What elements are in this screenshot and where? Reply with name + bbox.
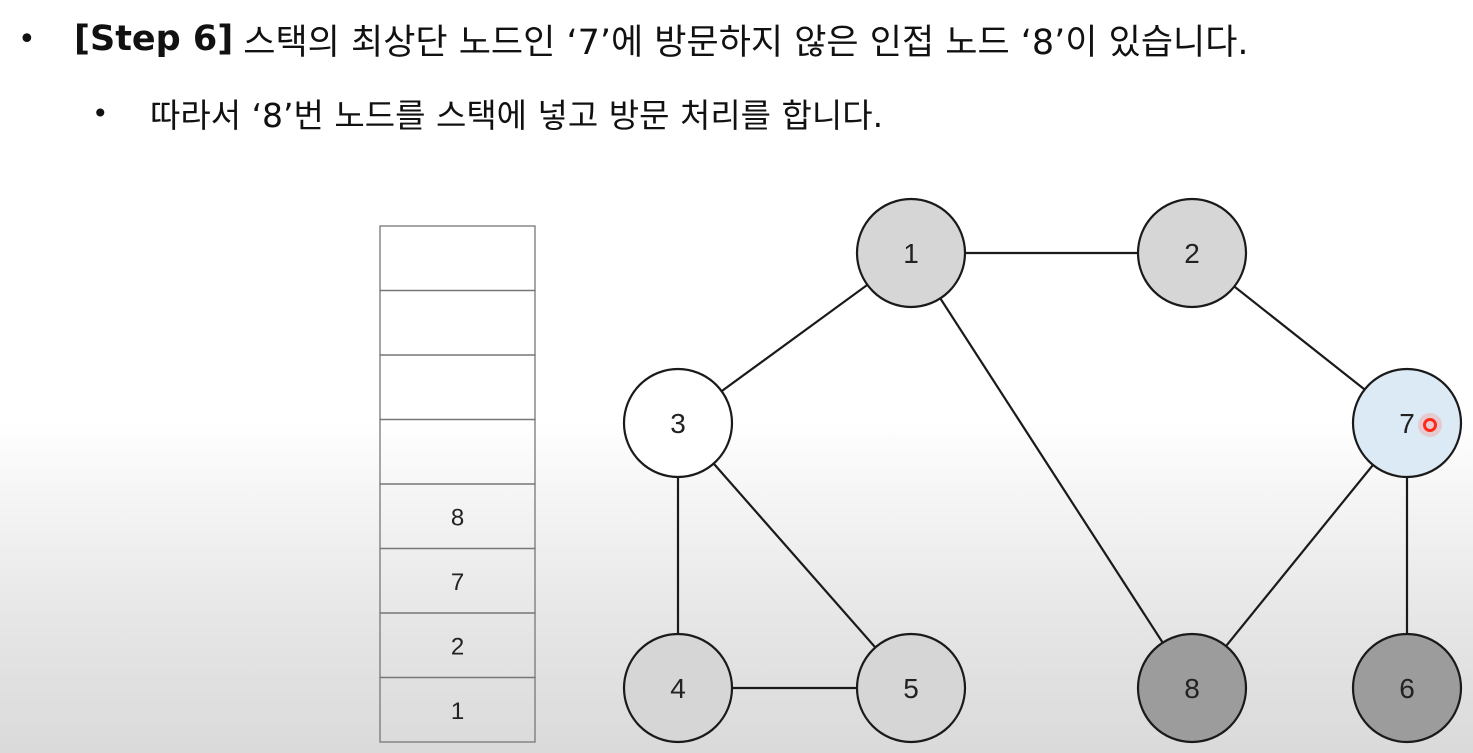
node-label: 2 — [1184, 238, 1200, 269]
stack-cell: 7 — [379, 547, 536, 614]
edge-1-8 — [910, 252, 1193, 689]
graph-node-6: 6 — [1351, 632, 1463, 744]
stack-cell — [379, 289, 536, 356]
edge-7-8 — [1191, 422, 1408, 689]
node-label: 1 — [903, 238, 919, 269]
node-label: 5 — [903, 673, 919, 704]
node-label: 3 — [670, 408, 686, 439]
graph-nodes: 1 2 3 7 4 5 8 6 — [622, 197, 1463, 744]
step-tag: [Step 6] — [74, 19, 234, 59]
bullet-marker: • — [92, 96, 109, 130]
step-description: 스택의 최상단 노드인 ‘7’에 방문하지 않은 인접 노드 ‘8’이 있습니다… — [243, 22, 1249, 63]
stack-cell — [379, 225, 536, 292]
graph-edges — [676, 251, 1409, 690]
stack-cell — [379, 354, 536, 421]
bullet-marker: • — [18, 21, 36, 57]
graph-node-5: 5 — [855, 632, 967, 744]
cursor-icon — [1418, 413, 1442, 437]
edge-3-5 — [677, 422, 912, 689]
stack-cell: 8 — [379, 483, 536, 550]
node-label: 4 — [670, 673, 686, 704]
node-label: 6 — [1399, 673, 1415, 704]
stack: 8 7 2 1 — [379, 225, 536, 743]
stack-cell-value: 2 — [451, 633, 464, 660]
heading-bullet-2: • 따라서 ‘8’번 노드를 스택에 넣고 방문 처리를 합니다. — [92, 88, 883, 138]
graph-node-2: 2 — [1136, 197, 1248, 309]
graph-node-4: 4 — [622, 632, 734, 744]
graph-node-7: 7 — [1351, 367, 1463, 479]
node-label: 7 — [1399, 408, 1415, 439]
heading-bullet-1: • [Step 6] 스택의 최상단 노드인 ‘7’에 방문하지 않은 인접 노… — [18, 14, 1249, 64]
step-explanation: 따라서 ‘8’번 노드를 스택에 넣고 방문 처리를 합니다. — [150, 96, 884, 135]
stack-cell-value: 8 — [451, 504, 464, 531]
graph-node-3: 3 — [622, 367, 734, 479]
node-label: 8 — [1184, 673, 1200, 704]
stack-cell: 1 — [379, 676, 536, 743]
stack-cell-value: 1 — [451, 698, 464, 725]
stack-cell-value: 7 — [451, 569, 464, 596]
graph-node-8: 8 — [1136, 632, 1248, 744]
stack-cell: 2 — [379, 612, 536, 679]
stack-cell — [379, 418, 536, 485]
graph-node-1: 1 — [855, 197, 967, 309]
